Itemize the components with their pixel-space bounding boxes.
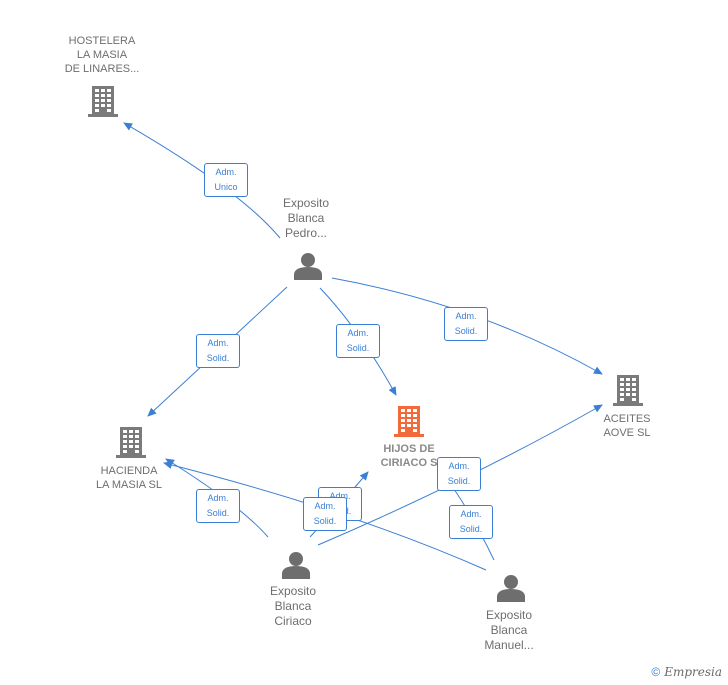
edge-label-line: Adm. (314, 501, 336, 511)
icons-layer (88, 86, 643, 602)
edge-label-manuel-hacienda[interactable]: Adm. Solid. (303, 497, 347, 531)
edge-label-line: Adm. (448, 461, 470, 471)
node-label-line: DE LINARES... (64, 63, 140, 75)
node-label-line: LA MASIA SL (95, 479, 163, 491)
edge-label-ciriaco-hacienda[interactable]: Adm. Solid. (196, 489, 240, 523)
edge-label-line: Adm. (215, 167, 237, 177)
edge-label-line: Solid. (206, 508, 230, 518)
edge-label-pedro-hostelera[interactable]: Adm. Unico (204, 163, 248, 197)
person-icon-manuel[interactable] (497, 575, 525, 602)
node-label-hostelera[interactable]: HOSTELERA LA MASIA DE LINARES... (42, 34, 162, 76)
node-label-line: Blanca (490, 623, 528, 637)
edge-label-line: Solid. (206, 353, 230, 363)
edge-label-line: Unico (214, 182, 238, 192)
edge-label-ciriaco-aceites[interactable]: Adm. Solid. (437, 457, 481, 491)
edge-label-line: Adm. (329, 491, 351, 501)
edge-label-line: Solid. (454, 326, 478, 336)
building-icon-aceites[interactable] (613, 375, 643, 406)
node-label-line: Exposito (282, 196, 330, 210)
node-label-line: AOVE SL (603, 427, 651, 439)
node-label-line: HOSTELERA (68, 35, 136, 47)
edge-label-line: Solid. (459, 524, 483, 534)
edge-label-line: Solid. (346, 343, 370, 353)
node-label-hijos[interactable]: HIJOS DE CIRIACO S (349, 442, 469, 470)
person-icon-ciriaco[interactable] (282, 552, 310, 579)
node-label-aceites[interactable]: ACEITES AOVE SL (567, 412, 687, 440)
edge-label-line: Adm. (455, 311, 477, 321)
node-label-line: ACEITES (603, 413, 651, 425)
person-icon-pedro[interactable] (294, 253, 322, 280)
edge-label-line: Solid. (447, 476, 471, 486)
node-label-line: HACIENDA (100, 465, 158, 477)
edge-label-pedro-hacienda[interactable]: Adm. Solid. (196, 334, 240, 368)
edge-label-line: Adm. (460, 509, 482, 519)
edge-label-pedro-aceites[interactable]: Adm. Solid. (444, 307, 488, 341)
edge-label-line: Adm. (207, 493, 229, 503)
node-label-line: Pedro... (284, 226, 328, 240)
edge-label-manuel-hijos[interactable]: Adm. Solid. (449, 505, 493, 539)
building-icon-hostelera[interactable] (88, 86, 118, 117)
edge-label-line: Adm. (207, 338, 229, 348)
node-label-line: Exposito (269, 584, 317, 598)
edge-label-pedro-hijos[interactable]: Adm. Solid. (336, 324, 380, 358)
copyright-icon: © (651, 665, 661, 679)
edge-label-line: Adm. (347, 328, 369, 338)
node-label-line: Manuel... (484, 638, 534, 652)
node-label-line: Exposito (485, 608, 533, 622)
footer-brand[interactable]: ©Empresia (651, 665, 722, 679)
edge-label-line: Solid. (313, 516, 337, 526)
node-label-hacienda[interactable]: HACIENDA LA MASIA SL (69, 464, 189, 492)
node-label-line: Blanca (274, 599, 312, 613)
building-icon-hacienda[interactable] (116, 427, 146, 458)
node-label-line: Ciriaco (274, 614, 312, 628)
brand-logo: Empresia (664, 665, 722, 679)
node-label-line: Blanca (287, 211, 325, 225)
node-label-line: CIRIACO S (380, 457, 438, 469)
node-label-line: HIJOS DE (383, 443, 435, 455)
building-icon-hijos[interactable] (394, 406, 424, 437)
node-label-line: LA MASIA (76, 49, 128, 61)
